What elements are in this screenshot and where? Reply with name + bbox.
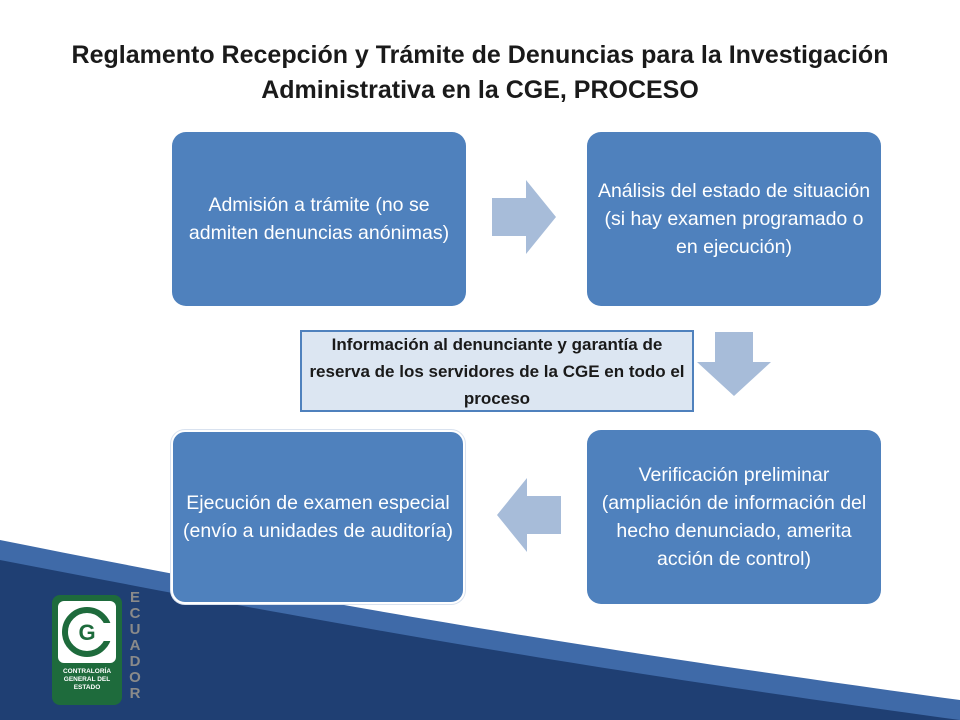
- country-letter: O: [129, 669, 141, 686]
- info-note-box: Información al denunciante y garantía de…: [300, 330, 694, 412]
- cge-logo-icon: G: [52, 595, 122, 705]
- country-letter: A: [129, 637, 141, 654]
- step-analisis-box: Análisis del estado de situación (si hay…: [587, 132, 881, 306]
- country-letter: R: [129, 685, 141, 702]
- arrow-down-icon: [697, 332, 771, 396]
- step-verificacion-box: Verificación preliminar (ampliación de i…: [587, 430, 881, 604]
- country-letter: E: [129, 589, 140, 606]
- country-letter: C: [129, 605, 141, 622]
- country-letter: U: [129, 621, 141, 638]
- arrow-left-icon: [497, 478, 561, 552]
- country-letter: D: [129, 653, 141, 670]
- logo-org-name: CONTRALORÍA GENERAL DEL ESTADO: [62, 668, 112, 691]
- step-admision-box: Admisión a trámite (no se admiten denunc…: [172, 132, 466, 306]
- svg-text:G: G: [78, 620, 95, 645]
- slide-title: Reglamento Recepción y Trámite de Denunc…: [71, 41, 889, 104]
- arrow-right-icon: [492, 180, 556, 254]
- country-vertical-label: E C U A D O R: [127, 590, 143, 702]
- step-ejecucion-box: Ejecución de examen especial (envío a un…: [171, 430, 465, 604]
